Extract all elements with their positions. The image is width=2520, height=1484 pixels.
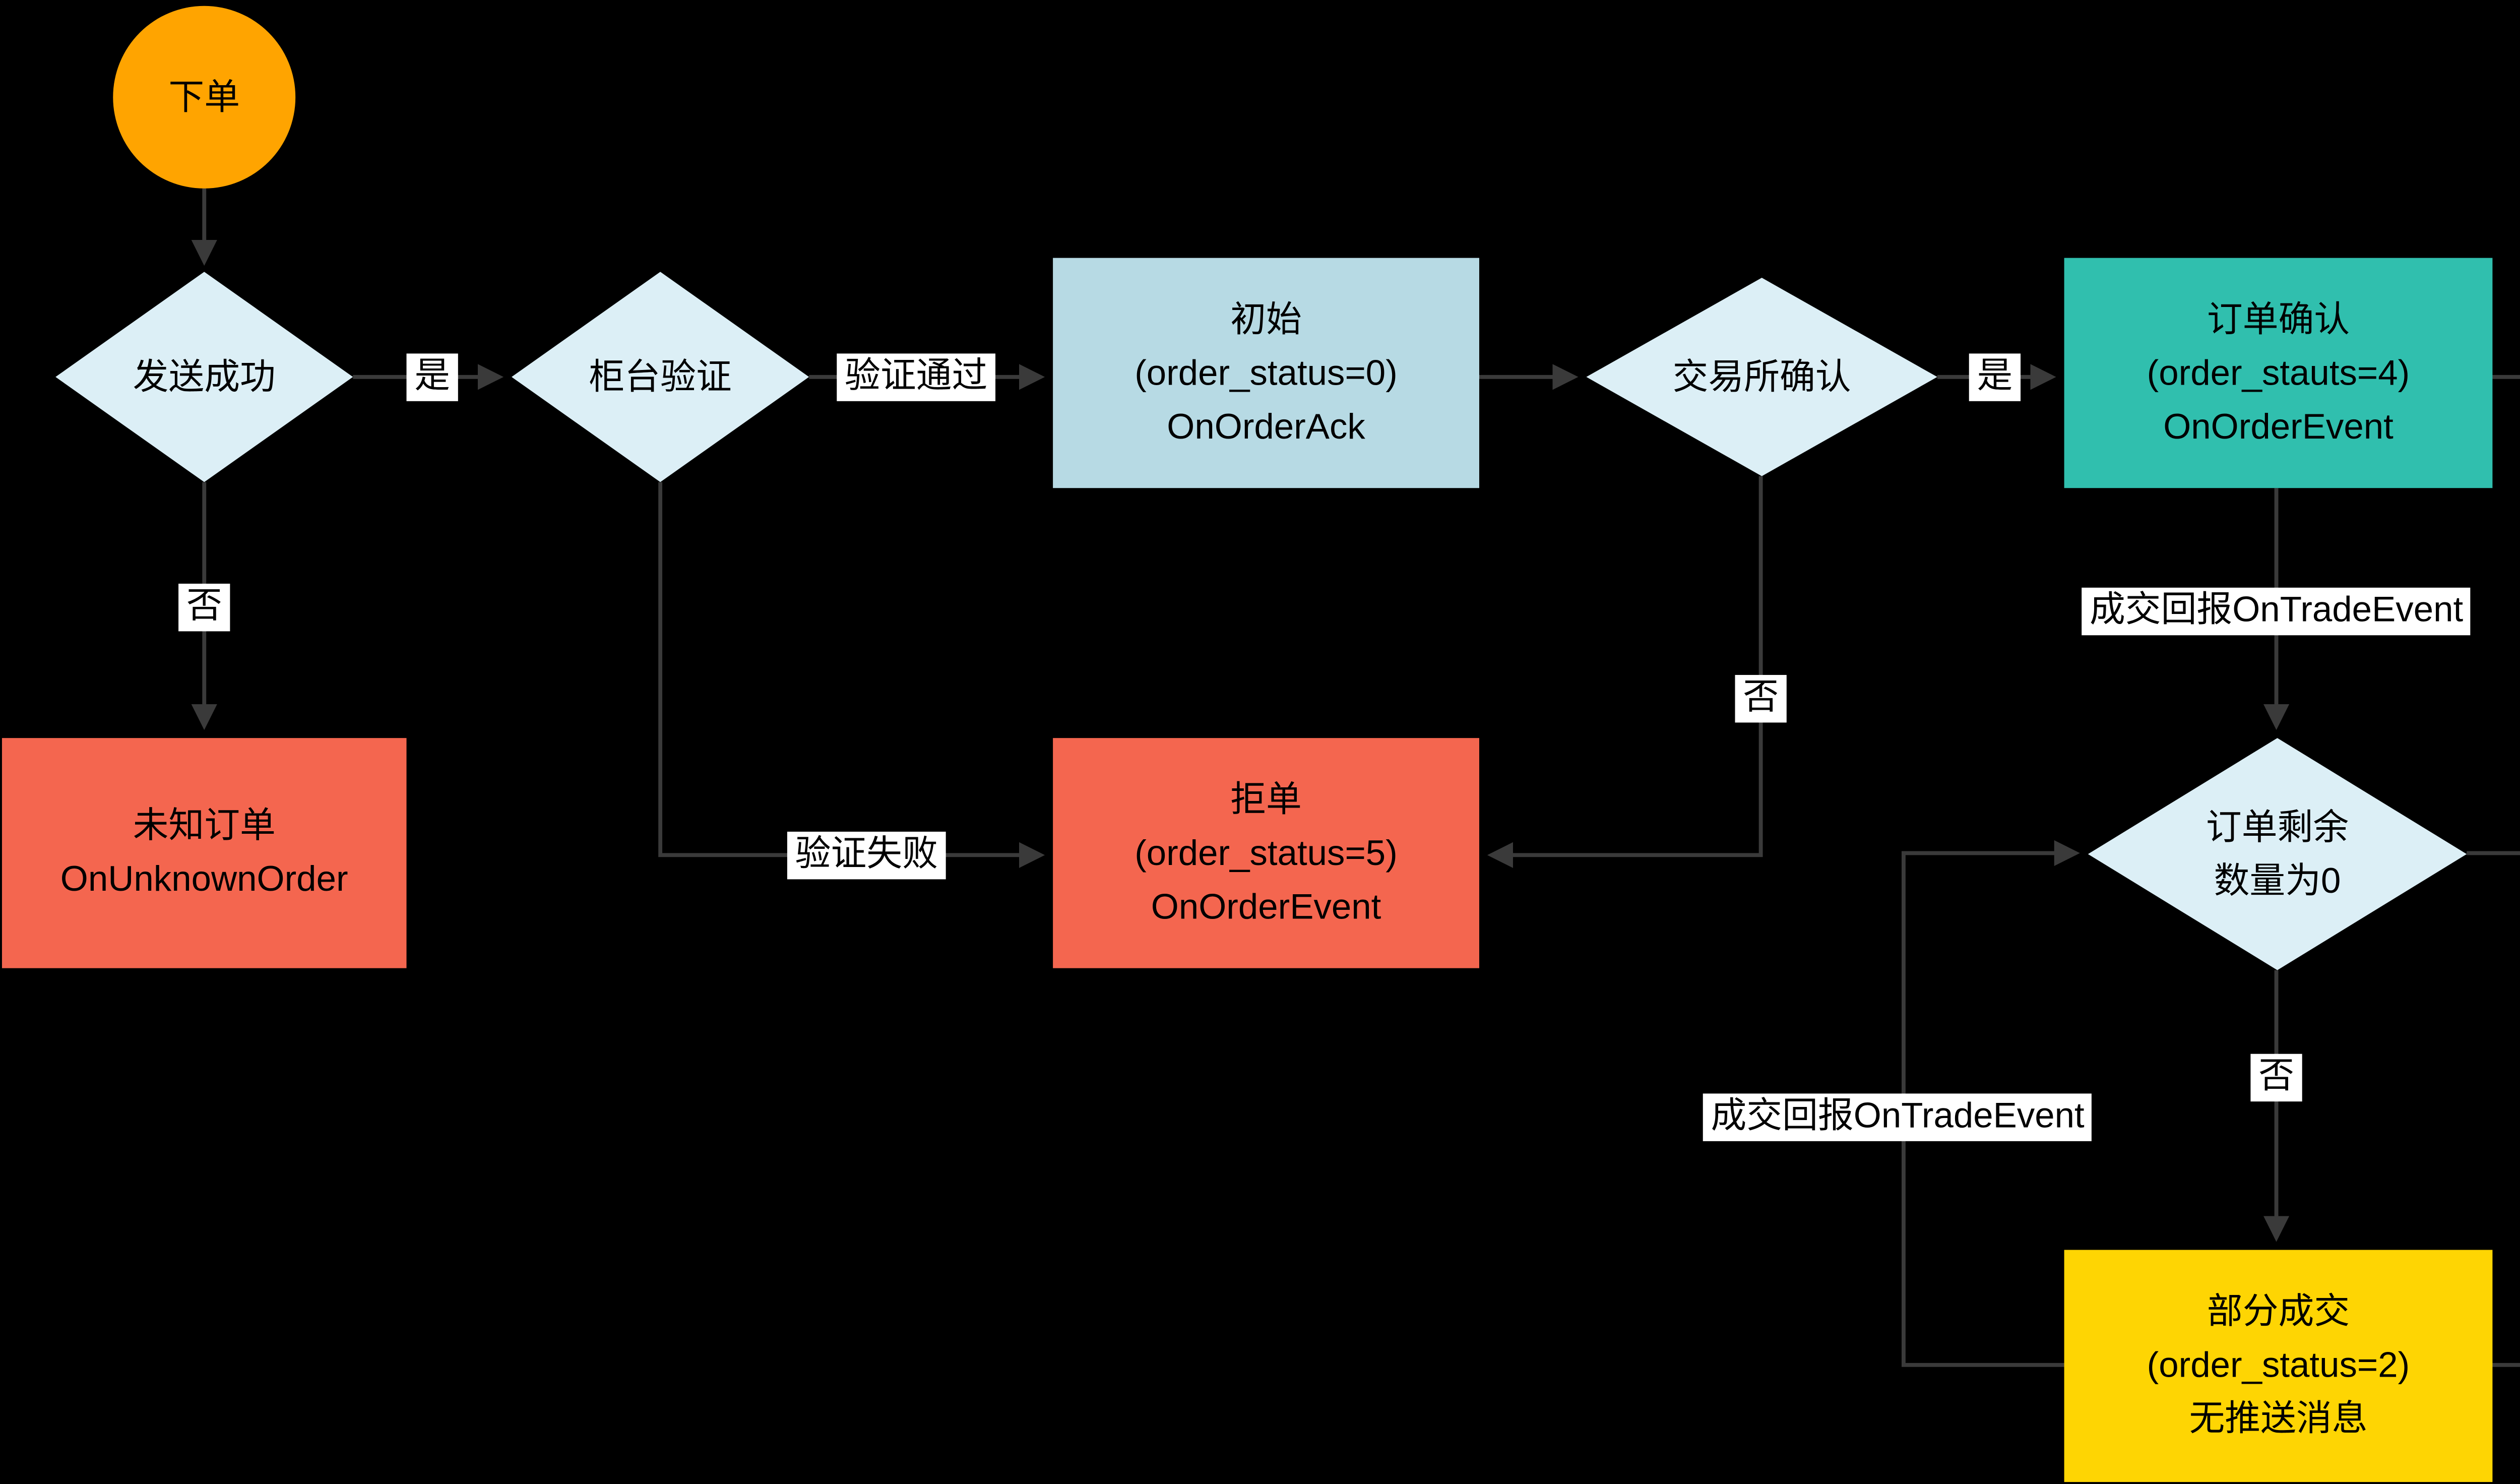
node-initial-callback: OnOrderAck bbox=[1167, 405, 1365, 446]
edge-label-no-2: 否 bbox=[1735, 674, 1787, 722]
edge-exchange-confirm-to-rejected bbox=[1487, 476, 1763, 868]
node-initial-title: 初始 bbox=[1230, 298, 1302, 339]
node-rejected-status: (order_status=5) bbox=[1135, 832, 1398, 872]
node-start: 下单 bbox=[113, 6, 296, 189]
node-order-confirm-callback: OnOrderEvent bbox=[2163, 405, 2393, 446]
edge-label-no-3: 否 bbox=[2250, 1054, 2302, 1101]
node-order-confirm-title: 订单确认 bbox=[2207, 298, 2350, 339]
node-unknown-order: 未知订单 OnUnknownOrder bbox=[2, 738, 407, 968]
edge-label-verify-pass: 验证通过 bbox=[837, 353, 996, 401]
node-unknown-order-title: 未知订单 bbox=[133, 805, 276, 845]
edge-label-no-1: 否 bbox=[178, 583, 230, 631]
node-remaining-zero-line1: 订单剩余 bbox=[2206, 806, 2349, 846]
node-order-confirm-status: (order_stauts=4) bbox=[2147, 352, 2410, 392]
node-remaining-zero-line2: 数量为0 bbox=[2214, 860, 2341, 900]
node-rejected-title: 拒单 bbox=[1230, 778, 1302, 819]
node-send-success-label: 发送成功 bbox=[133, 356, 276, 396]
node-partial-fill: 部分成交 (order_status=2) 无推送消息 bbox=[2064, 1250, 2493, 1482]
node-start-label: 下单 bbox=[168, 76, 240, 116]
edge-label-trade-event-1: 成交回报OnTradeEvent bbox=[2082, 587, 2471, 635]
edge-label-verify-fail: 验证失败 bbox=[787, 831, 946, 879]
edge-counter-verify-to-rejected bbox=[658, 482, 1045, 868]
edge-label-yes-1: 是 bbox=[406, 353, 458, 401]
node-rejected: 拒单 (order_status=5) OnOrderEvent bbox=[1053, 738, 1479, 968]
node-counter-verify-label: 柜台验证 bbox=[589, 356, 732, 396]
node-unknown-order-callback: OnUnknownOrder bbox=[60, 859, 348, 899]
edge-label-yes-2: 是 bbox=[1969, 353, 2021, 401]
node-rejected-callback: OnOrderEvent bbox=[1151, 886, 1381, 926]
node-order-confirm: 订单确认 (order_stauts=4) OnOrderEvent bbox=[2064, 258, 2493, 488]
node-partial-fill-status: (order_status=2) bbox=[2147, 1345, 2410, 1385]
node-partial-fill-note: 无推送消息 bbox=[2189, 1398, 2368, 1439]
node-partial-fill-title: 部分成交 bbox=[2207, 1291, 2350, 1331]
node-exchange-confirm-label: 交易所确认 bbox=[1672, 356, 1851, 396]
node-initial: 初始 (order_status=0) OnOrderAck bbox=[1053, 258, 1479, 488]
edge-label-trade-event-2: 成交回报OnTradeEvent bbox=[1703, 1093, 2093, 1141]
node-initial-status: (order_status=0) bbox=[1135, 352, 1398, 392]
